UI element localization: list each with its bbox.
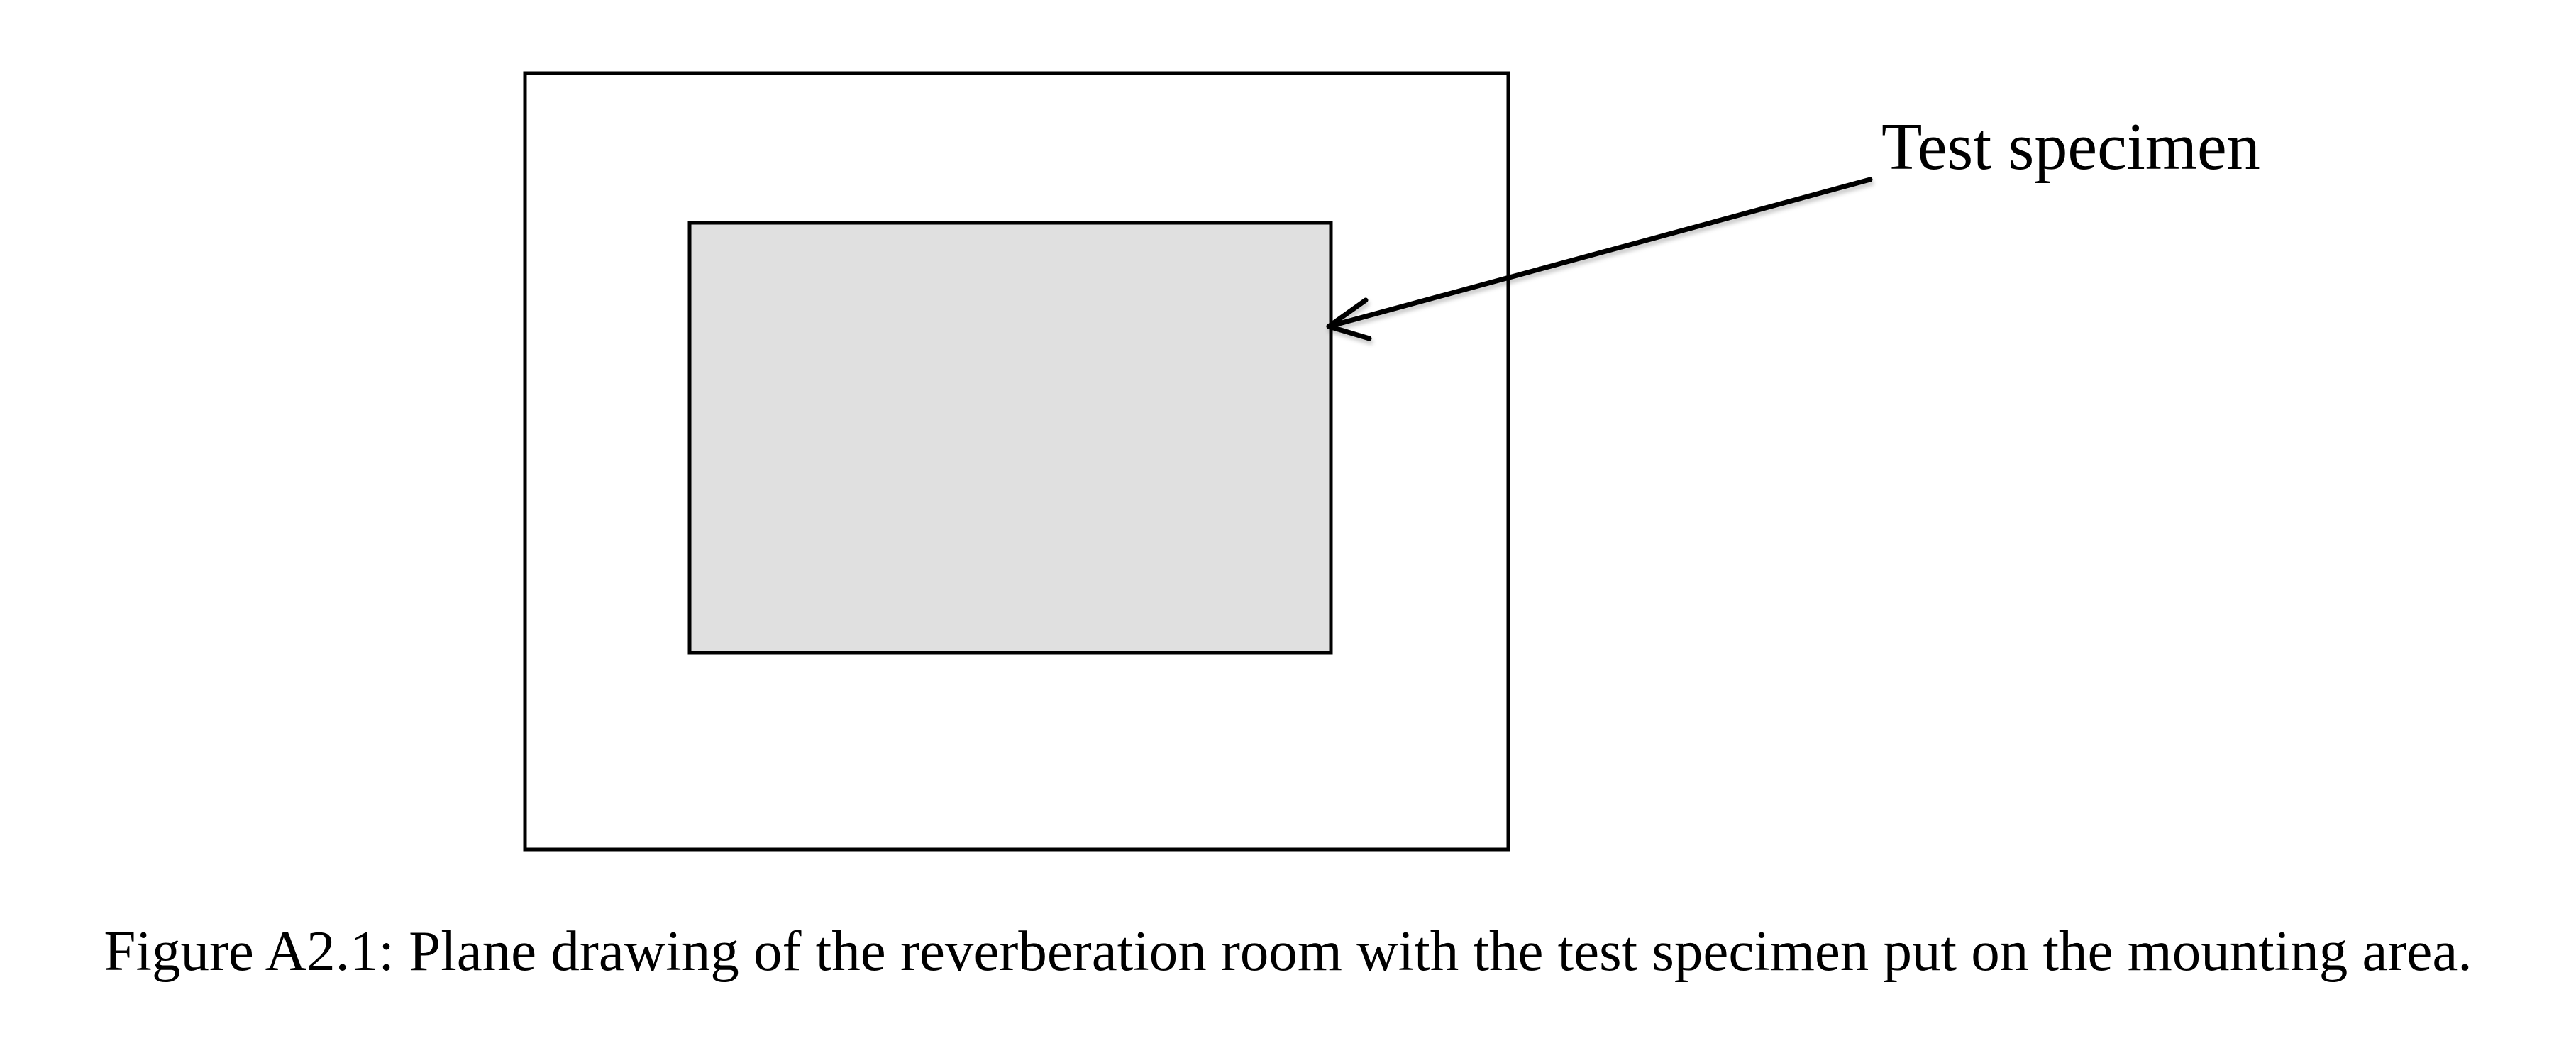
- figure-caption: Figure A2.1: Plane drawing of the reverb…: [104, 919, 2472, 983]
- arrow-shaft: [1326, 177, 1873, 329]
- test-specimen: [687, 221, 1333, 655]
- specimen-label: Test specimen: [1881, 110, 2260, 184]
- arrow-head: [1326, 297, 1372, 341]
- specimen-arrow: [1326, 177, 1873, 341]
